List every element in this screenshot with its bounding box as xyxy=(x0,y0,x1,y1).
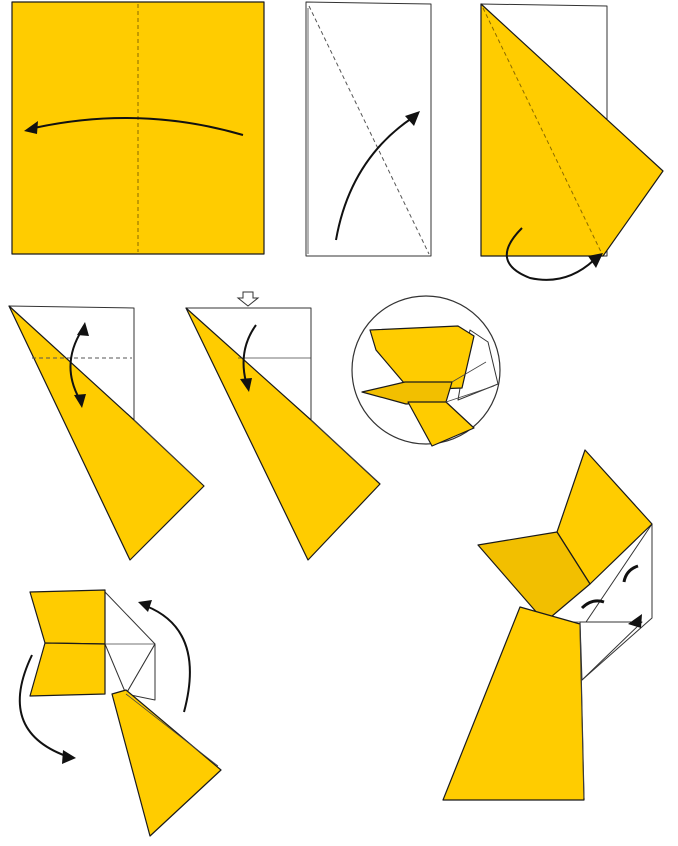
step-1 xyxy=(12,2,264,254)
step-8 xyxy=(443,450,652,800)
push-down-arrow-icon xyxy=(238,292,258,306)
step-4 xyxy=(9,306,204,560)
face-lower xyxy=(580,622,642,680)
cat-body xyxy=(443,607,584,800)
top-ear-flap xyxy=(30,590,105,644)
step-3 xyxy=(481,4,663,280)
body-triangle xyxy=(112,690,221,836)
step-7 xyxy=(20,590,221,836)
step-6 xyxy=(352,296,500,446)
step-5 xyxy=(186,292,380,560)
step-2 xyxy=(306,2,431,256)
bottom-ear-flap xyxy=(30,643,105,696)
arrow-head-icon xyxy=(62,750,76,764)
arrow-head-icon xyxy=(138,600,152,612)
